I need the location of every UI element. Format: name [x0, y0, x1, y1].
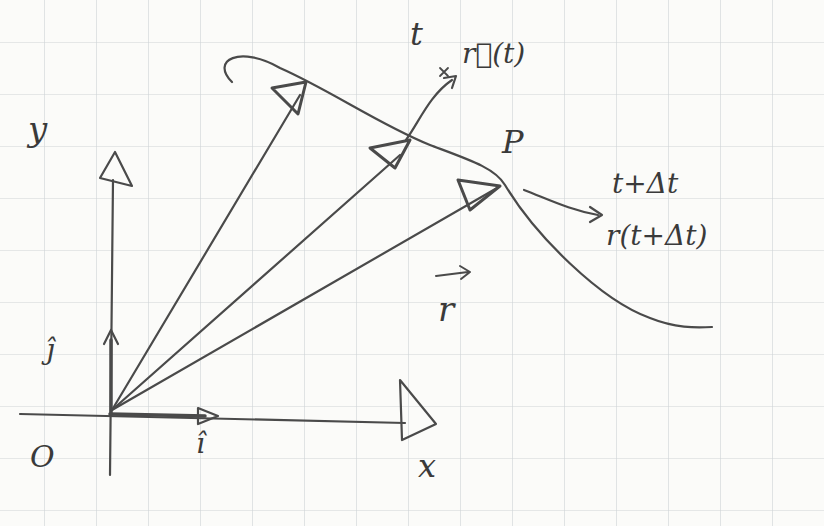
position-vector [112, 95, 300, 410]
j-unit-vector [109, 340, 113, 414]
axis-label: x [418, 450, 436, 482]
vector-arrowhead [458, 180, 500, 210]
time-label: t [410, 18, 423, 50]
axis-label: y [28, 112, 47, 146]
point-label: P [502, 126, 524, 158]
position-vector [112, 188, 497, 410]
y-arrowhead [100, 152, 132, 186]
vector-accent [436, 266, 470, 279]
vector-arrowhead [370, 140, 410, 168]
point-mark [440, 68, 448, 76]
position-vector [112, 155, 400, 410]
leader-line [406, 80, 452, 140]
x-arrowhead [400, 380, 436, 440]
position-label: r⃗(t) [462, 40, 525, 68]
unit-vector-label: î [196, 430, 205, 458]
origin-label: O [30, 442, 55, 472]
unit-vector-label: ĵ [46, 336, 55, 364]
time-label: t+Δt [612, 170, 678, 198]
j-arrowhead [104, 330, 118, 344]
i-unit-vector [110, 414, 205, 416]
y-axis [110, 180, 113, 475]
vector-arrowhead [272, 82, 306, 114]
position-label: r(t+Δt) [606, 222, 707, 250]
vector-label: r [438, 292, 454, 326]
i-arrowhead [198, 408, 218, 424]
leader-arrowhead [590, 207, 602, 222]
leader-arrowhead [444, 76, 456, 88]
leader-line [524, 190, 598, 215]
